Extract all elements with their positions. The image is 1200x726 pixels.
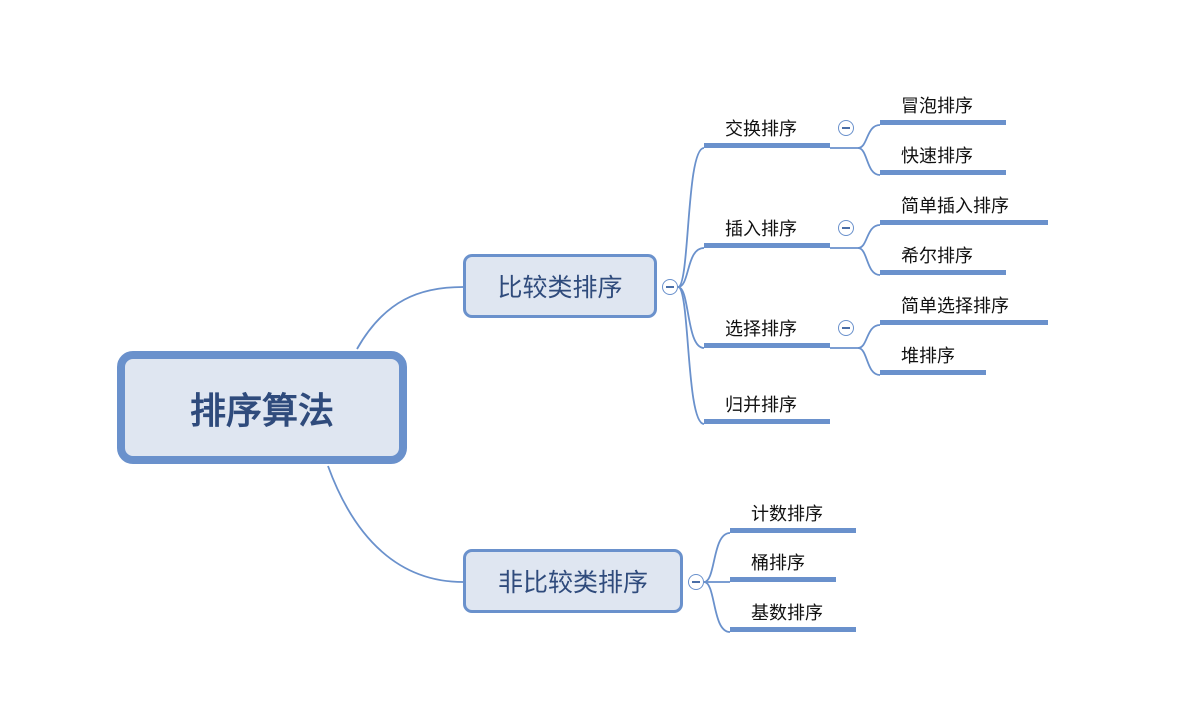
node-simple-select-sort-label: 简单选择排序 xyxy=(901,296,1009,317)
connector-swap-c2 xyxy=(857,147,881,176)
node-merge-sort[interactable]: 归并排序 xyxy=(704,394,830,424)
node-insert-sort-label: 插入排序 xyxy=(725,219,797,240)
node-bubble-sort[interactable]: 冒泡排序 xyxy=(880,95,1006,125)
connector-insert-c2 xyxy=(857,247,881,276)
node-radix-sort-label: 基数排序 xyxy=(751,603,823,624)
node-bubble-sort-label: 冒泡排序 xyxy=(901,96,973,117)
node-quick-sort-label: 快速排序 xyxy=(901,146,973,167)
minus-circle-icon[interactable] xyxy=(662,279,678,295)
node-comparison-sort-label: 比较类排序 xyxy=(497,273,623,302)
connector-insert-c1 xyxy=(857,224,881,249)
node-simple-insert-sort-label: 简单插入排序 xyxy=(901,196,1009,217)
node-radix-sort[interactable]: 基数排序 xyxy=(730,602,856,632)
root-node[interactable]: 排序算法 xyxy=(117,351,407,464)
node-bucket-sort[interactable]: 桶排序 xyxy=(730,552,836,582)
node-heap-sort-label: 堆排序 xyxy=(901,346,955,367)
connector-swap-c1 xyxy=(857,124,881,149)
node-simple-select-sort[interactable]: 简单选择排序 xyxy=(880,295,1048,325)
root-node-label: 排序算法 xyxy=(189,390,334,432)
minus-circle-icon[interactable] xyxy=(838,120,854,136)
connector-root-main1 xyxy=(356,286,464,350)
node-counting-sort-label: 计数排序 xyxy=(751,504,823,525)
node-non-comparison-sort-label: 非比较类排序 xyxy=(497,568,648,597)
connector-main1-l3 xyxy=(677,286,705,349)
node-shell-sort-label: 希尔排序 xyxy=(901,246,973,267)
minus-circle-icon[interactable] xyxy=(688,574,704,590)
node-shell-sort[interactable]: 希尔排序 xyxy=(880,245,1006,275)
node-swap-sort-label: 交换排序 xyxy=(725,119,797,140)
node-insert-sort[interactable]: 插入排序 xyxy=(704,218,830,248)
connector-main2-l3 xyxy=(703,581,731,633)
node-select-sort-label: 选择排序 xyxy=(725,319,797,340)
node-comparison-sort[interactable]: 比较类排序 xyxy=(463,254,657,318)
connector-main2-l1 xyxy=(703,532,731,583)
node-counting-sort[interactable]: 计数排序 xyxy=(730,503,856,533)
minus-circle-icon[interactable] xyxy=(838,320,854,336)
node-swap-sort[interactable]: 交换排序 xyxy=(704,118,830,148)
node-simple-insert-sort[interactable]: 简单插入排序 xyxy=(880,195,1048,225)
connector-main1-l1 xyxy=(677,147,705,288)
connector-select-c2 xyxy=(857,347,881,376)
connector-main1-l2 xyxy=(677,247,705,288)
node-merge-sort-label: 归并排序 xyxy=(725,395,797,416)
node-non-comparison-sort[interactable]: 非比较类排序 xyxy=(463,549,683,613)
node-select-sort[interactable]: 选择排序 xyxy=(704,318,830,348)
connector-main1-l4 xyxy=(677,286,705,425)
node-quick-sort[interactable]: 快速排序 xyxy=(880,145,1006,175)
node-heap-sort[interactable]: 堆排序 xyxy=(880,345,986,375)
connector-root-main2 xyxy=(327,465,464,583)
node-bucket-sort-label: 桶排序 xyxy=(751,553,805,574)
minus-circle-icon[interactable] xyxy=(838,220,854,236)
connector-select-c1 xyxy=(857,324,881,349)
